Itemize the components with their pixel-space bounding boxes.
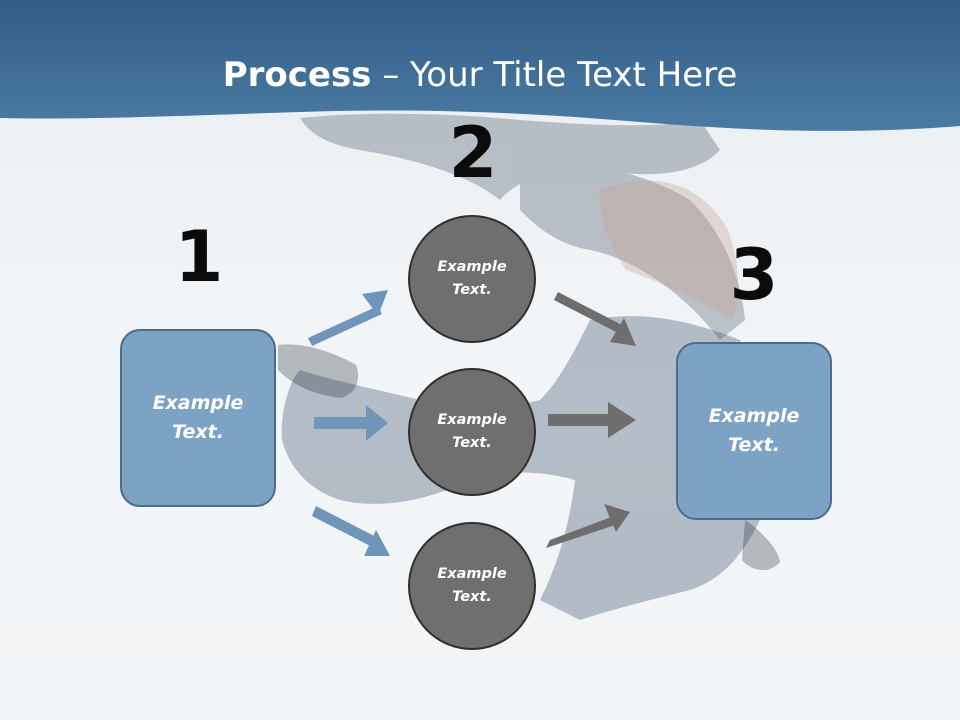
circle-text: Example Text.	[437, 566, 507, 605]
header-banner	[0, 0, 960, 131]
title-rest-part: – Your Title Text Here	[371, 55, 738, 95]
step-number-3: 3	[729, 234, 779, 316]
step-1-box: Example Text.	[120, 329, 276, 507]
circle-text: Example Text.	[437, 412, 507, 451]
step-3-box: Example Text.	[676, 342, 832, 520]
title-bold-part: Process	[222, 55, 372, 95]
step-2-circle-top: Example Text.	[408, 215, 536, 343]
step-number-1: 1	[174, 216, 224, 298]
step-1-box-text: Example Text.	[152, 392, 244, 443]
slide-title: Process – Your Title Text Here	[0, 52, 960, 98]
circle-text: Example Text.	[437, 259, 507, 298]
step-number-2: 2	[448, 112, 498, 194]
step-3-box-text: Example Text.	[708, 405, 800, 456]
step-2-circle-bottom: Example Text.	[408, 522, 536, 650]
step-2-circle-middle: Example Text.	[408, 368, 536, 496]
